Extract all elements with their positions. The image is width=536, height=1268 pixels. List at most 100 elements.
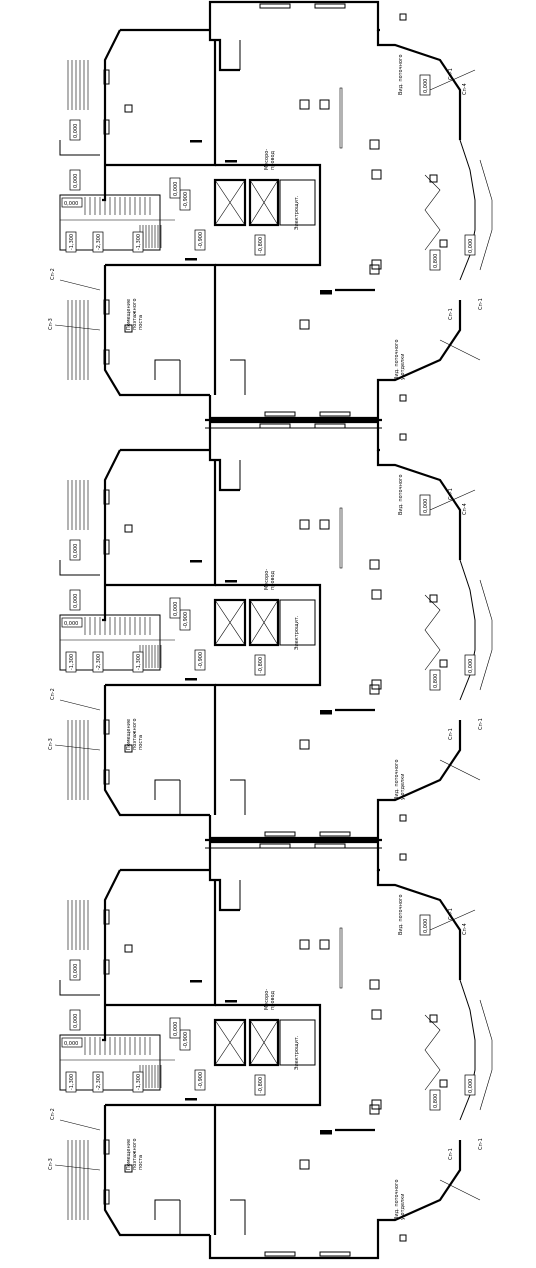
room-label-line: Электрощит.	[294, 615, 300, 650]
exterior-wall	[376, 300, 462, 395]
grid-marker	[399, 13, 407, 21]
level-mark-frame	[169, 597, 181, 619]
balcony-rail	[424, 174, 441, 251]
leader-line	[54, 324, 101, 331]
exterior-wall	[103, 685, 210, 817]
room-label: Электрощит.	[294, 195, 300, 230]
window	[103, 539, 110, 555]
exterior-wall	[103, 29, 121, 180]
leader-line	[59, 699, 101, 711]
fixture	[320, 710, 332, 713]
core-wall	[215, 1003, 322, 1107]
level-mark-text: -0,900	[183, 612, 189, 628]
column	[299, 1159, 310, 1170]
level-mark: 0,000	[69, 169, 81, 191]
level-mark-text: 0,000	[64, 621, 78, 627]
window	[314, 843, 346, 849]
level-mark-text: -1,300	[136, 654, 142, 670]
level-mark: -1,300	[132, 231, 144, 253]
room-label-line: провод	[270, 990, 276, 1010]
room-label-line: поэтажного	[132, 1138, 138, 1170]
level-mark: -2,300	[92, 1071, 104, 1093]
level-mark-frame	[69, 959, 81, 981]
leader-line	[439, 759, 481, 781]
level-mark-frame	[65, 651, 77, 673]
level-mark-frame	[69, 169, 81, 191]
room-label-line: поста	[138, 1155, 144, 1170]
element-mark: Сп-1	[448, 308, 454, 320]
level-mark-frame	[464, 1074, 476, 1096]
column	[371, 169, 382, 180]
interior-wall	[105, 980, 217, 1007]
partition	[230, 359, 246, 395]
level-mark: -0,900	[179, 1029, 191, 1051]
level-mark-frame	[61, 617, 83, 628]
column	[319, 939, 330, 950]
level-mark: -2,300	[92, 651, 104, 673]
grid-marker	[399, 1234, 407, 1242]
level-mark-text: -1,300	[136, 234, 142, 250]
elevator-cross	[249, 599, 279, 646]
building-section: 0,0000,0000,000-1,300-2,300-1,300-0,900-…	[48, 0, 493, 420]
exterior-wall	[208, 1235, 380, 1260]
column	[319, 99, 330, 110]
room-label-line: Вид. поточного	[398, 474, 404, 515]
level-mark: 0,000	[61, 197, 83, 208]
level-mark: -1,300	[132, 1071, 144, 1093]
element-mark: Сп-1	[448, 1148, 454, 1160]
level-mark-text: -0,900	[198, 232, 204, 248]
level-mark-text: 0,000	[468, 659, 474, 673]
elevator-shaft	[248, 1018, 280, 1067]
element-mark: Сп-1	[478, 298, 484, 310]
leader-line	[54, 744, 101, 751]
column	[439, 1079, 448, 1088]
room-label-line: Помещение	[126, 299, 132, 330]
column	[371, 1099, 382, 1110]
level-mark: 0,000	[419, 74, 431, 96]
level-mark: 0,000	[69, 539, 81, 561]
level-mark-frame	[132, 231, 144, 253]
window	[103, 489, 110, 505]
element-mark: Сп-2	[50, 1108, 56, 1120]
machine-room	[279, 179, 316, 226]
exterior-wall	[208, 815, 380, 840]
level-mark-frame	[169, 1017, 181, 1039]
core-wall	[215, 583, 322, 687]
building-section: 0,0000,0000,000-1,300-2,300-1,300-0,900-…	[48, 420, 493, 840]
room-label: Вид. поточного	[398, 54, 404, 95]
level-mark-frame	[69, 589, 81, 611]
elevator-shaft	[248, 598, 280, 647]
fixture	[320, 1132, 332, 1135]
window	[103, 299, 110, 315]
level-mark-text: 0,000	[423, 499, 429, 513]
level-mark-text: -0,800	[258, 1077, 264, 1093]
window	[259, 3, 291, 9]
stair-outline	[59, 1034, 161, 1091]
column	[299, 739, 310, 750]
bay-window-outer	[479, 999, 493, 1111]
column	[371, 259, 382, 270]
room-label-line: Электрощит.	[294, 195, 300, 230]
column	[369, 979, 380, 990]
room-label-line: провод	[270, 570, 276, 590]
level-mark: -0,900	[179, 189, 191, 211]
level-mark-text: 0,000	[468, 239, 474, 253]
staircase	[59, 194, 175, 251]
column	[371, 679, 382, 690]
element-mark: Сп-1	[478, 718, 484, 730]
exterior-wall	[103, 869, 121, 1020]
level-mark: -0,900	[179, 609, 191, 631]
exterior-wall	[208, 0, 380, 32]
column	[124, 744, 133, 753]
window	[314, 423, 346, 429]
bay-window	[459, 139, 476, 281]
room-label-line: Помещение	[126, 719, 132, 750]
room-label-line: поста	[138, 735, 144, 750]
interior-wall	[105, 683, 217, 710]
window	[259, 843, 291, 849]
level-mark-text: -0,900	[183, 192, 189, 208]
elevator-shaft	[213, 178, 247, 227]
